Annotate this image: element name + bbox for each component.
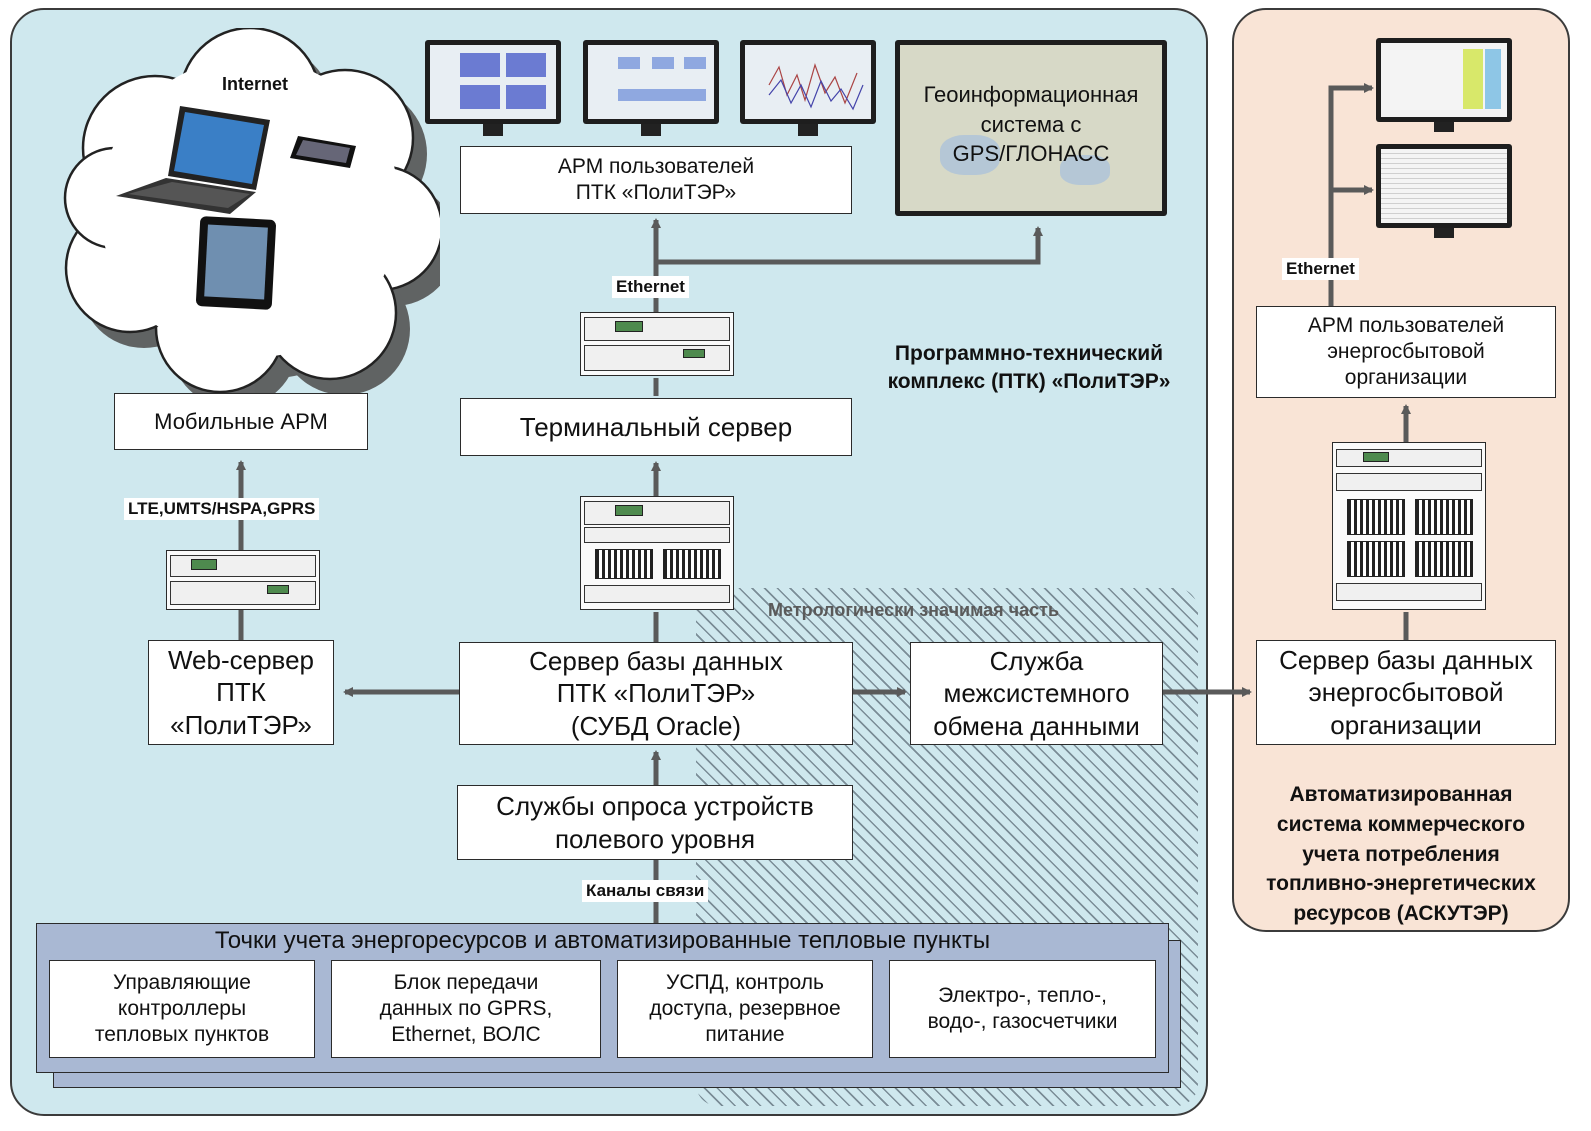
web-server-box: Web-сервер ПТК «ПолиТЭР» — [148, 640, 334, 745]
mobile-arm-box: Мобильные АРМ — [114, 393, 368, 450]
arrow-ethernet-to-monitor1 — [1328, 83, 1374, 258]
energy-monitor-2 — [1376, 144, 1512, 238]
internet-cloud — [63, 28, 440, 396]
points-panel: Точки учета энергоресурсов и автоматизир… — [36, 923, 1169, 1073]
points-item: Блок передачи данных по GPRS, Ethernet, … — [331, 960, 601, 1058]
terminal-hardware — [580, 312, 734, 376]
energy-monitor-1 — [1376, 38, 1512, 132]
db-hardware — [580, 496, 734, 610]
terminal-server-box: Терминальный сервер — [460, 398, 852, 456]
energy-db-hardware — [1332, 442, 1486, 610]
ethernet-center-label: Ethernet — [612, 276, 689, 298]
monitor-3 — [740, 40, 876, 136]
channels-label: Каналы связи — [582, 880, 709, 902]
points-item: Управляющие контроллеры тепловых пунктов — [49, 960, 315, 1058]
ethernet-right-label: Ethernet — [1282, 258, 1359, 280]
gis-monitor — [895, 40, 1167, 216]
energy-db-box: Сервер базы данных энергосбытовой органи… — [1256, 640, 1556, 745]
arm-energy-box: АРМ пользователей энергосбытовой организ… — [1256, 306, 1556, 398]
arrow-ethernet-to-gis — [656, 226, 1043, 265]
points-item: Электро-, тепло-, водо-, газосчетчики — [889, 960, 1156, 1058]
exchange-service-box: Служба межсистемного обмена данными — [910, 642, 1163, 745]
monitor-1 — [425, 40, 561, 136]
tablet-icon — [196, 216, 276, 310]
arm-users-box: АРМ пользователей ПТК «ПолиТЭР» — [460, 146, 852, 214]
laptop-icon — [116, 106, 270, 214]
mobile-link-label: LTE,UMTS/HSPA,GPRS — [124, 498, 320, 520]
cloud-title: Internet — [221, 74, 288, 94]
db-server-box: Сервер базы данных ПТК «ПолиТЭР» (СУБД O… — [459, 642, 853, 745]
monitor-2 — [583, 40, 719, 136]
smartphone-icon — [290, 136, 356, 168]
web-server-hardware — [166, 550, 320, 610]
metrology-label: Метрологически значимая часть — [768, 600, 1060, 620]
points-title: Точки учета энергоресурсов и автоматизир… — [214, 927, 991, 954]
polling-box: Службы опроса устройств полевого уровня — [457, 785, 853, 860]
ptk-title: Программно-технический комплекс (ПТК) «П… — [887, 342, 1171, 394]
points-item: УСПД, контроль доступа, резервное питани… — [617, 960, 873, 1058]
gis-label: Геоинформационная система с GPS/ГЛОНАСС — [923, 82, 1139, 167]
askuter-title: Автоматизированная система коммерческого… — [1266, 783, 1536, 926]
